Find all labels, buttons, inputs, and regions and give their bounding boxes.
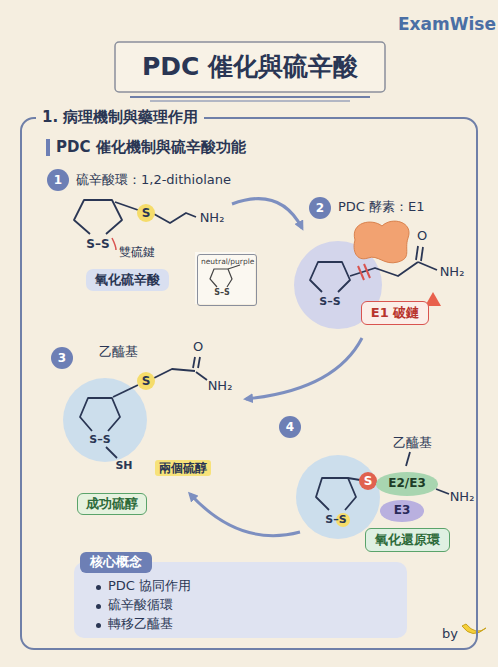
atom-label: S — [142, 206, 151, 220]
atom-label: NH₂ — [450, 489, 475, 505]
atom-label: S — [364, 474, 373, 488]
credit-text: by — [442, 626, 458, 642]
callout-number: 2 — [316, 201, 324, 215]
atom-label: S–S — [214, 288, 230, 298]
atom-label: NH₂ — [208, 378, 233, 394]
atom-label: NH₂ — [200, 210, 225, 226]
callout-number: 3 — [58, 351, 66, 365]
box-label: 成功硫醇 — [86, 496, 138, 513]
concept-box: 核心概念PDC 協同作用硫辛酸循環轉移乙醯基 — [74, 562, 407, 638]
atom-label: O — [417, 228, 427, 244]
enzyme-ellipse: E3 — [380, 500, 425, 522]
title-text: PDC 催化與硫辛酸 — [142, 52, 358, 82]
group-label: 乙醯基 — [99, 344, 138, 360]
box-label: 氧化還原環 — [375, 532, 440, 549]
warning-box: E1 破鏈 — [361, 301, 429, 326]
callout-number: 4 — [286, 420, 294, 434]
atom-label: NH₂ — [440, 264, 465, 280]
atom-label: S–S — [319, 295, 340, 308]
inset-box: neutral/purple — [197, 254, 257, 306]
structure-label: 硫辛酸環：1,2-dithiolane — [76, 172, 231, 188]
callout-number: 1 — [54, 173, 62, 187]
highlight-label: 兩個硫醇 — [155, 460, 211, 476]
atom-label: O — [193, 339, 203, 355]
sub-heading: PDC 催化機制與硫辛酸功能 — [56, 138, 246, 158]
group-label: 乙醯基 — [393, 435, 432, 451]
bullet-text: PDC 協同作用 — [108, 578, 191, 595]
section-heading: 1. 病理機制與藥理作用 — [36, 107, 204, 128]
box-label: neutral/purple — [201, 257, 253, 267]
bullet-dot — [96, 623, 101, 628]
caption-pill: 氧化硫辛酸 — [86, 269, 169, 292]
box-label: 氧化硫辛酸 — [95, 272, 160, 289]
result-box: 氧化還原環 — [365, 528, 450, 553]
enzyme-ellipse: E2/E3 — [376, 472, 437, 496]
atom-label: SH — [115, 459, 132, 472]
result-box: 成功硫醇 — [77, 493, 147, 516]
box-label: E3 — [394, 503, 411, 519]
box-label: E1 破鏈 — [371, 305, 419, 322]
brand-mark: ExamWise — [398, 14, 496, 34]
atom-label: S–S — [325, 513, 346, 526]
section-panel: 1. 病理機制與藥理作用PDC 催化機制與硫辛酸功能氧化硫辛酸neutral/p… — [20, 117, 478, 650]
bullet-text: 硫辛酸循環 — [108, 597, 173, 614]
enzyme-label: PDC 酵素：E1 — [338, 199, 425, 215]
atom-label: S–S — [86, 237, 109, 251]
bullet-text: 轉移乙醯基 — [108, 616, 173, 633]
concept-heading: 核心概念 — [80, 552, 152, 573]
bond-label: 雙硫鍵 — [119, 245, 155, 259]
box-label: E2/E3 — [388, 476, 425, 492]
bullet-dot — [96, 604, 101, 609]
atom-label: S — [142, 374, 151, 388]
bullet-dot — [96, 585, 101, 590]
atom-label: S–S — [89, 433, 110, 446]
